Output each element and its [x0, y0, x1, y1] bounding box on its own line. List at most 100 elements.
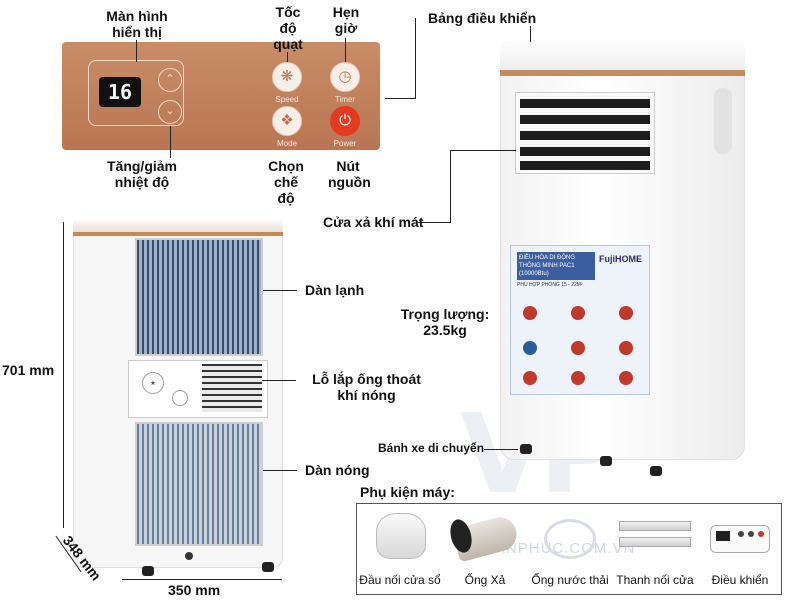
- louver-slat: [520, 161, 650, 170]
- temperature-display: 16: [99, 77, 141, 107]
- remote-button: [748, 531, 754, 537]
- feature-icon: [619, 341, 633, 355]
- chevron-down-icon: ⌄: [165, 105, 175, 117]
- chevron-up-icon: ⌃: [165, 73, 175, 85]
- accessory-label: Ống Xả: [464, 573, 506, 587]
- drain-cap: [172, 390, 188, 406]
- cold-air-outlet: [515, 92, 655, 174]
- feature-icon: [619, 371, 633, 385]
- window-adapter-image: [376, 513, 426, 559]
- feature-icon: [571, 371, 585, 385]
- clock-icon: ◷: [338, 68, 352, 85]
- leader-line: [530, 26, 531, 42]
- leader-line: [170, 126, 171, 158]
- accessory-window-bar: Thanh nối cửa: [613, 503, 697, 595]
- speed-button[interactable]: ❋: [272, 62, 302, 92]
- wheel: [262, 562, 274, 572]
- panel-callout: Bảng điều khiển: [428, 10, 537, 26]
- remote-screen: [716, 531, 730, 541]
- accessories-title: Phụ kiện máy:: [360, 484, 455, 500]
- timer-caption: Timer: [334, 95, 356, 104]
- power-caption: Power: [333, 139, 357, 148]
- speed-caption: Speed: [275, 95, 299, 104]
- accessory-label: Thanh nối cửa: [616, 573, 694, 587]
- feature-icon: [571, 341, 585, 355]
- outlet-callout: Cửa xả khí mát: [323, 214, 424, 230]
- accessory-drain-hose: Ống nước thải: [528, 503, 612, 595]
- leader-line: [450, 150, 516, 151]
- feature-icon: [571, 306, 585, 320]
- power-icon: ⏻: [339, 112, 351, 129]
- hot-coil-grille: [135, 422, 263, 546]
- window-bar-image: [619, 521, 691, 531]
- leader-line: [450, 150, 451, 223]
- feature-icon: [523, 306, 537, 320]
- feature-icon: [619, 306, 633, 320]
- room-size: PHÙ HỢP PHÒNG 15 - 22M²: [517, 282, 583, 288]
- leader-line: [263, 290, 297, 291]
- fan-icon: ❋: [280, 68, 294, 85]
- louver-slat: [520, 147, 650, 156]
- louver-slat: [520, 115, 650, 124]
- louver-slat: [520, 99, 650, 108]
- back-unit-top: [73, 218, 283, 236]
- accessories-box: [356, 503, 782, 595]
- power-button[interactable]: ⏻: [330, 106, 360, 136]
- height-dimension-line: [63, 222, 64, 528]
- cold-coil-grille: [135, 238, 263, 356]
- wheel: [650, 466, 662, 476]
- wheel: [520, 444, 532, 454]
- height-dimension: 701 mm: [2, 362, 55, 378]
- wheel: [600, 456, 612, 466]
- product-label: ĐIỀU HÒA DI ĐỘNG THÔNG MINH PAC1 (10000B…: [510, 245, 650, 395]
- temp-up-button[interactable]: ⌃: [158, 68, 182, 92]
- cold-coil-callout: Dàn lạnh: [305, 282, 365, 298]
- leader-line: [385, 98, 415, 99]
- product-label-heading: ĐIỀU HÒA DI ĐỘNG THÔNG MINH PAC1 (10000B…: [517, 252, 595, 280]
- mode-icon: ❖: [280, 112, 294, 129]
- feature-icon: [523, 341, 537, 355]
- mode-caption: Mode: [276, 139, 297, 148]
- width-dimension: 350 mm: [168, 582, 221, 598]
- leader-line: [287, 52, 288, 62]
- leader-line: [415, 18, 416, 99]
- leader-line: [418, 222, 450, 223]
- hot-coil-callout: Dàn nóng: [305, 462, 370, 478]
- remote-power-button: [758, 531, 764, 537]
- feature-icon: [523, 371, 537, 385]
- window-bar-image: [619, 537, 691, 547]
- leader-line: [136, 40, 137, 62]
- accessory-label: Đầu nối cửa sổ: [359, 573, 441, 587]
- accessory-label: Ống nước thải: [531, 573, 609, 587]
- side-handle: [714, 88, 732, 154]
- leader-line: [263, 470, 297, 471]
- weight-callout: Trọng lượng: 23.5kg: [400, 306, 490, 338]
- front-unit-top: [500, 42, 745, 76]
- drain-plug: [185, 552, 193, 560]
- drain-icon: ⋆: [142, 372, 164, 394]
- leader-line: [262, 380, 296, 381]
- leader-line: [345, 38, 346, 62]
- width-dimension-line: [122, 579, 282, 580]
- leader-line: [484, 449, 518, 450]
- accessory-label: Điều khiển: [711, 573, 769, 587]
- remote-button: [738, 531, 744, 537]
- louver-slat: [520, 131, 650, 140]
- mode-button[interactable]: ❖: [272, 106, 302, 136]
- drain-hose-image: [544, 519, 596, 559]
- timer-button[interactable]: ◷: [330, 62, 360, 92]
- wheel: [142, 566, 154, 576]
- accessory-remote: Điều khiển: [698, 503, 782, 595]
- wheels-callout: Bánh xe di chuyển: [378, 441, 485, 455]
- accessory-window-adapter: Đầu nối cửa sổ: [358, 503, 442, 595]
- exhaust-port: [202, 364, 262, 412]
- brand-logo: FujiHOME: [599, 254, 642, 264]
- accessory-exhaust-hose: Ống Xả: [443, 503, 527, 595]
- temp-down-button[interactable]: ⌄: [158, 100, 182, 124]
